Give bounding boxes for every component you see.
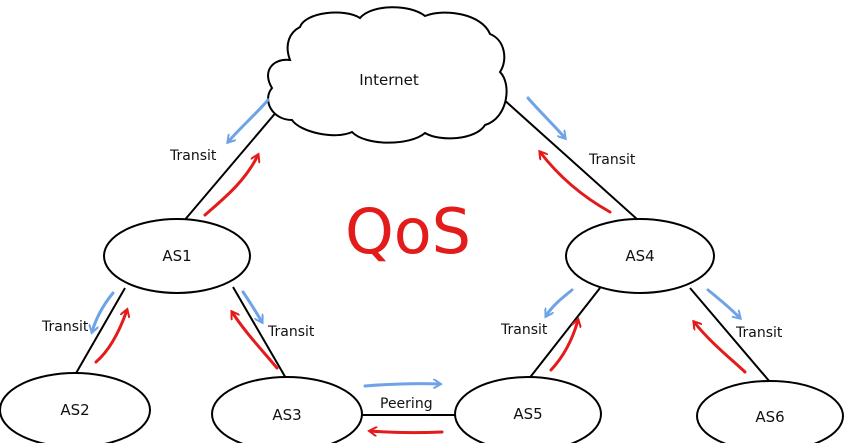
cloud-shape	[267, 6, 508, 144]
link-as1-as3	[232, 286, 288, 381]
link-internet-as4	[501, 97, 639, 221]
node-as4-shape	[565, 218, 715, 294]
node-as4: AS4	[565, 218, 715, 294]
link-internet-as1	[182, 109, 279, 223]
arrow-peering-as3-as5	[363, 384, 440, 386]
internet-cloud: Internet	[267, 6, 508, 144]
node-as1-label: AS1	[162, 247, 191, 265]
label-internet-as1: Transit	[169, 148, 217, 164]
internet-label: Internet	[359, 71, 419, 89]
node-as4-label: AS4	[625, 247, 654, 265]
diagram-title: QoS	[345, 195, 471, 268]
node-as6-label: AS6	[755, 408, 784, 426]
downstream-arrows	[92, 96, 740, 386]
node-as1: AS1	[103, 218, 251, 294]
node-as2-label: AS2	[60, 401, 89, 419]
upstream-arrows	[94, 152, 747, 433]
arrow-peering-as5-as3	[370, 431, 444, 433]
node-as5-shape	[454, 376, 602, 443]
arrow-down-internet-as1	[228, 98, 270, 142]
links	[74, 97, 771, 416]
arrow-up-as2-as1	[94, 310, 127, 364]
label-as1-as2: Transit	[41, 319, 89, 335]
arrow-up-as6-as4	[694, 322, 747, 374]
arrow-down-internet-as4	[526, 96, 565, 138]
arrow-up-as1-internet	[203, 155, 258, 217]
node-as5: AS5	[454, 376, 602, 443]
label-as4-as5: Transit	[500, 322, 548, 338]
node-as3: AS3	[211, 376, 363, 443]
arrow-down-as4-as5	[546, 288, 574, 316]
node-as3-shape	[211, 376, 363, 443]
link-labels: Transit Transit Transit Transit Transit …	[41, 148, 783, 412]
node-as1-shape	[103, 218, 251, 294]
label-as3-as5: Peering	[380, 396, 433, 412]
node-as5-label: AS5	[513, 405, 542, 423]
node-as2-shape	[0, 372, 151, 443]
node-as6: AS6	[696, 380, 844, 443]
link-as1-as2	[74, 287, 126, 376]
label-as4-as6: Transit	[735, 325, 783, 341]
label-internet-as4: Transit	[588, 152, 636, 168]
arrow-down-as1-as3	[241, 290, 262, 322]
node-as2: AS2	[0, 372, 151, 443]
arrow-up-as3-as1	[232, 312, 279, 370]
label-as1-as3: Transit	[267, 324, 315, 340]
arrow-up-as5-as4	[549, 320, 578, 372]
arrow-up-as4-internet	[540, 152, 612, 214]
node-as6-shape	[696, 380, 844, 443]
link-as4-as5	[527, 287, 601, 381]
arrow-down-as4-as6	[706, 288, 740, 318]
node-as3-label: AS3	[272, 406, 301, 424]
link-as4-as6	[689, 287, 771, 383]
arrow-down-as1-as2	[92, 291, 115, 332]
